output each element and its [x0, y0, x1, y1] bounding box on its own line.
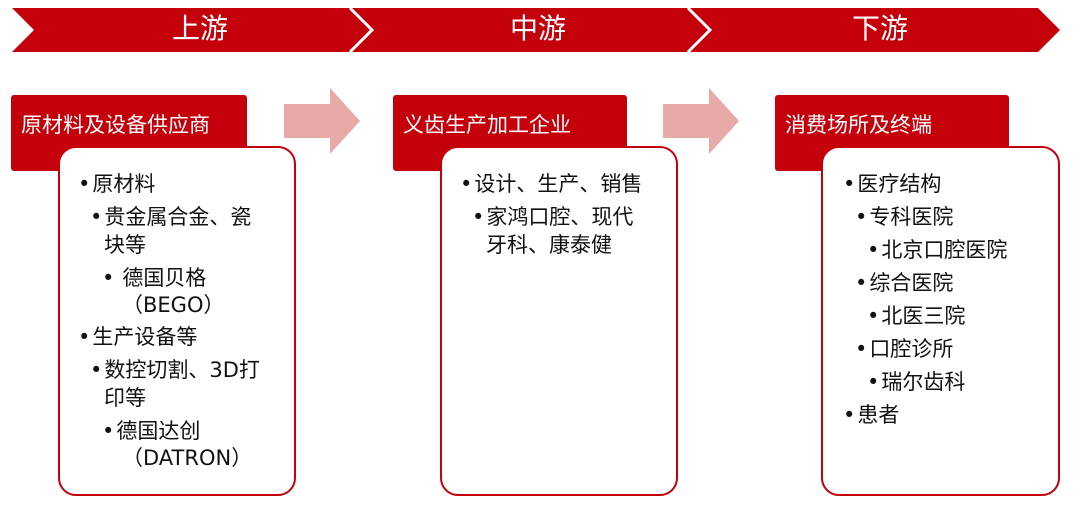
- list-item: •瑞尔齿科: [867, 370, 966, 394]
- list-item: •德国贝格: [102, 266, 207, 290]
- list-item-continuation: 块等: [104, 233, 146, 257]
- list-item: •专科医院: [855, 205, 954, 229]
- chevron-divider-1: [348, 6, 375, 54]
- list-item-continuation: 印等: [104, 386, 146, 410]
- stage-upstream-label: 上游: [171, 12, 228, 45]
- downstream-card: •医疗结构 •专科医院 •北京口腔医院 •综合医院 •北医三院 •口腔诊所 •瑞…: [821, 146, 1060, 496]
- stage-downstream-label: 下游: [851, 12, 908, 45]
- upstream-header: 原材料及设备供应商: [21, 113, 210, 137]
- flow-arrow-1: [284, 88, 360, 154]
- list-item-continuation: （DATRON）: [122, 446, 253, 470]
- list-item: •家鸿口腔、现代: [472, 205, 634, 229]
- midstream-header: 义齿生产加工企业: [403, 113, 571, 137]
- upstream-chevron: [12, 8, 372, 52]
- stage-midstream-label: 中游: [509, 12, 566, 45]
- list-item: •北京口腔医院: [867, 238, 1008, 262]
- list-item-continuation: （BEGO）: [122, 293, 225, 317]
- list-item: •口腔诊所: [855, 337, 954, 361]
- midstream-chevron: [350, 8, 710, 52]
- midstream-card: •设计、生产、销售 •家鸿口腔、现代 牙科、康泰健: [440, 146, 678, 496]
- list-item: •北医三院: [867, 304, 966, 328]
- list-item: •生产设备等: [78, 325, 198, 349]
- downstream-header: 消费场所及终端: [785, 113, 932, 137]
- list-item: •数控切割、3D打: [90, 358, 260, 382]
- list-item: •贵金属合金、瓷: [90, 205, 252, 229]
- chevron-divider-2: [686, 6, 713, 54]
- list-item: •综合医院: [855, 271, 954, 295]
- upstream-card: •原材料 •贵金属合金、瓷 块等 •德国贝格 （BEGO） •生产设备等 •数控…: [58, 146, 296, 496]
- downstream-chevron: [688, 8, 1060, 52]
- flow-arrow-2: [663, 88, 739, 154]
- list-item: •原材料: [78, 172, 156, 196]
- list-item-continuation: 牙科、康泰健: [486, 233, 612, 257]
- list-item: •设计、生产、销售: [460, 172, 643, 196]
- list-item: •医疗结构: [843, 172, 942, 196]
- stage-banner: [12, 6, 1060, 54]
- list-item: •患者: [843, 403, 900, 427]
- list-item: •德国达创: [102, 419, 201, 443]
